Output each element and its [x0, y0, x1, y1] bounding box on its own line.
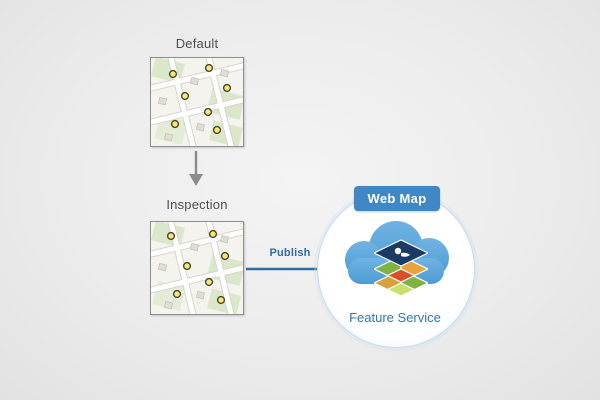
street-map-icon	[151, 222, 243, 314]
default-map-thumbnail	[150, 57, 244, 147]
web-map-badge: Web Map	[354, 186, 440, 211]
street-map-icon	[151, 58, 243, 146]
default-label: Default	[175, 36, 219, 51]
feature-service-label: Feature Service	[349, 310, 441, 325]
inspection-map-thumbnail	[150, 221, 244, 315]
publish-label: Publish	[269, 247, 311, 259]
down-arrow-icon	[189, 151, 203, 186]
feature-service-icon	[374, 239, 428, 297]
inspection-label: Inspection	[166, 197, 228, 212]
web-map-label: Web Map	[367, 191, 427, 206]
